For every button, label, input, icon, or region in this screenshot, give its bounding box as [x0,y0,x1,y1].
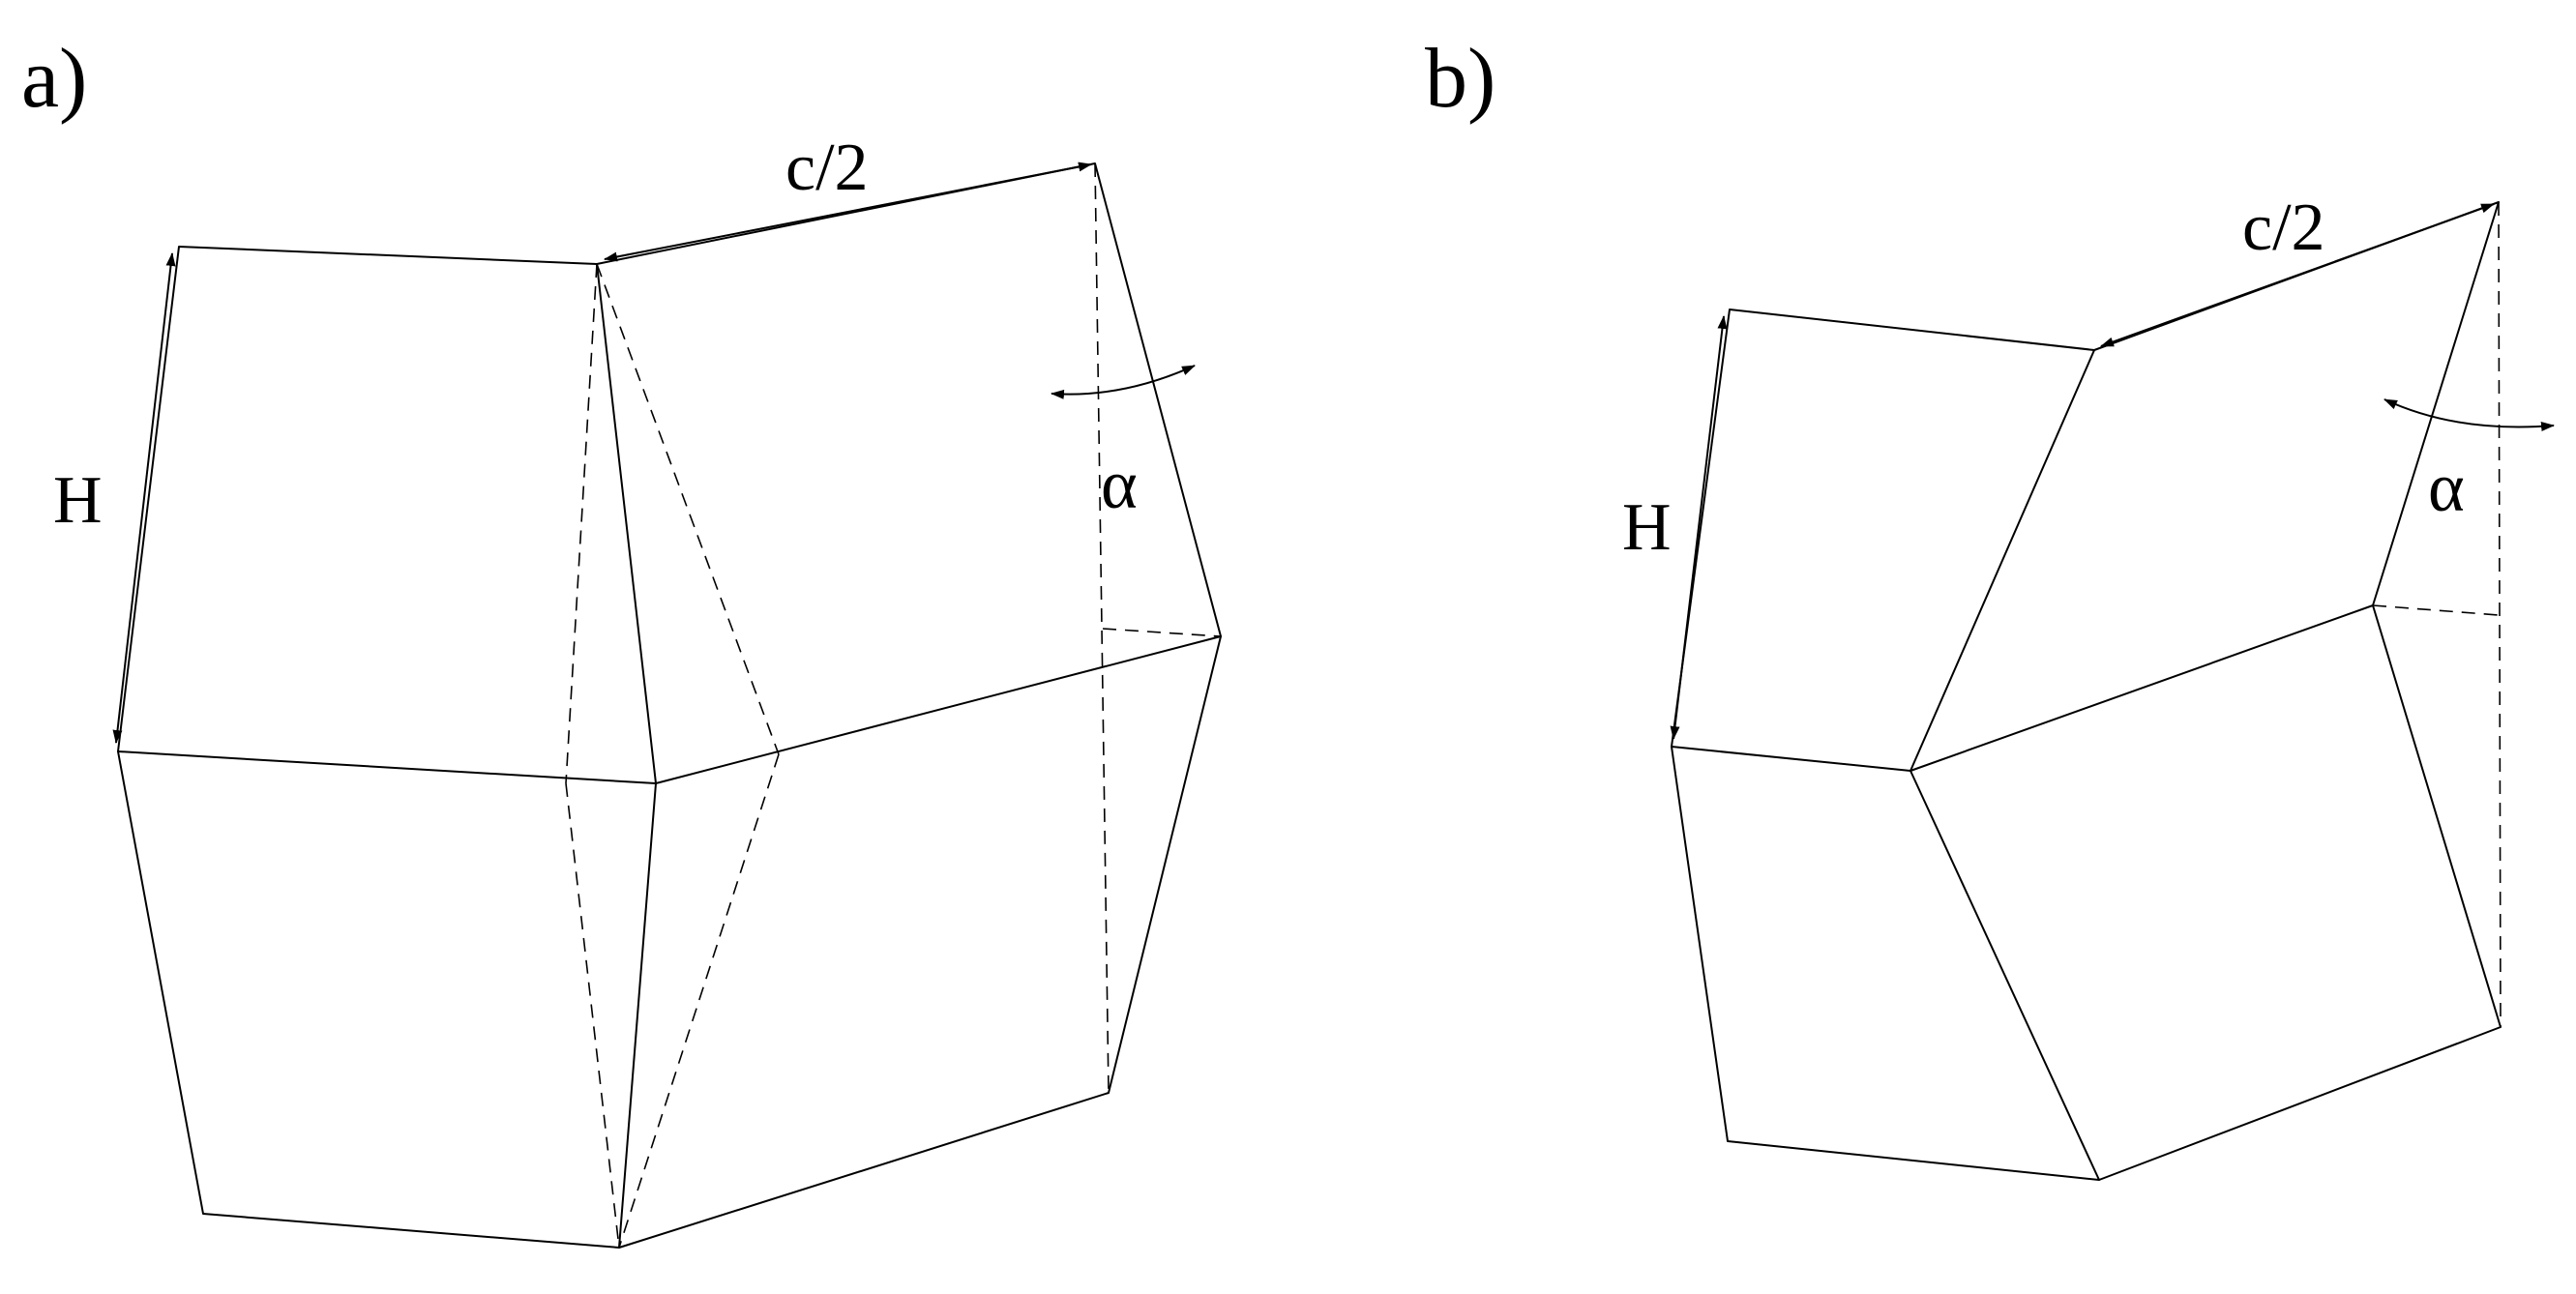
panel-b-right-lower-face [2098,604,2502,1181]
panel-a-dimensions: H c/2 α [53,131,1196,744]
panel-a-hidden-edges [565,162,1222,1249]
panel-a-hidden-right-diag [596,263,780,755]
panel-b: b) H c/2 α [1425,32,2555,1181]
panel-a-hidden-right-lower [618,753,780,1249]
panel-b-left-lower-face [1671,746,2100,1181]
panel-a-right-lower-face [618,635,1222,1249]
panel-b-left-upper-face [1671,309,2095,772]
panel-b-hidden-short [2372,604,2500,616]
panel-b-right-upper-face [1910,201,2500,772]
panel-b-hidden-edges [2372,201,2502,1028]
panel-b-height-label: H [1622,490,1672,565]
panel-b-angle-label: α [2428,449,2465,526]
panel-a-angle-label: α [1101,446,1138,523]
panel-b-half-width-dimension [2100,203,2495,347]
panel-a-height-label: H [53,463,103,538]
panel-a-label: a) [21,32,87,126]
panel-a-angle-arc [1051,365,1196,399]
panel-b-half-width-label: c/2 [2242,191,2325,265]
panel-b-label: b) [1425,32,1495,126]
panel-a-hidden-left-lower [565,782,620,1249]
panel-a-hidden-left-diag [565,263,598,784]
panel-a-left-lower-face [117,750,657,1249]
panel-b-hidden-vertical [2498,201,2502,1028]
panel-a-half-width-label: c/2 [785,131,869,205]
panel-a-left-upper-face [117,246,657,784]
panel-b-solid-edges [1671,201,2502,1181]
panel-a: a) H c/2 α [21,32,1222,1249]
panel-b-height-dimension [1670,315,1728,740]
panel-a-height-dimension [112,252,176,744]
panel-b-dimensions: H c/2 α [1622,191,2555,740]
panel-a-hidden-short [1102,628,1222,637]
panel-b-angle-arc [2384,398,2555,432]
panel-a-solid-edges [117,162,1222,1249]
panel-a-half-width-dimension [604,162,1092,262]
